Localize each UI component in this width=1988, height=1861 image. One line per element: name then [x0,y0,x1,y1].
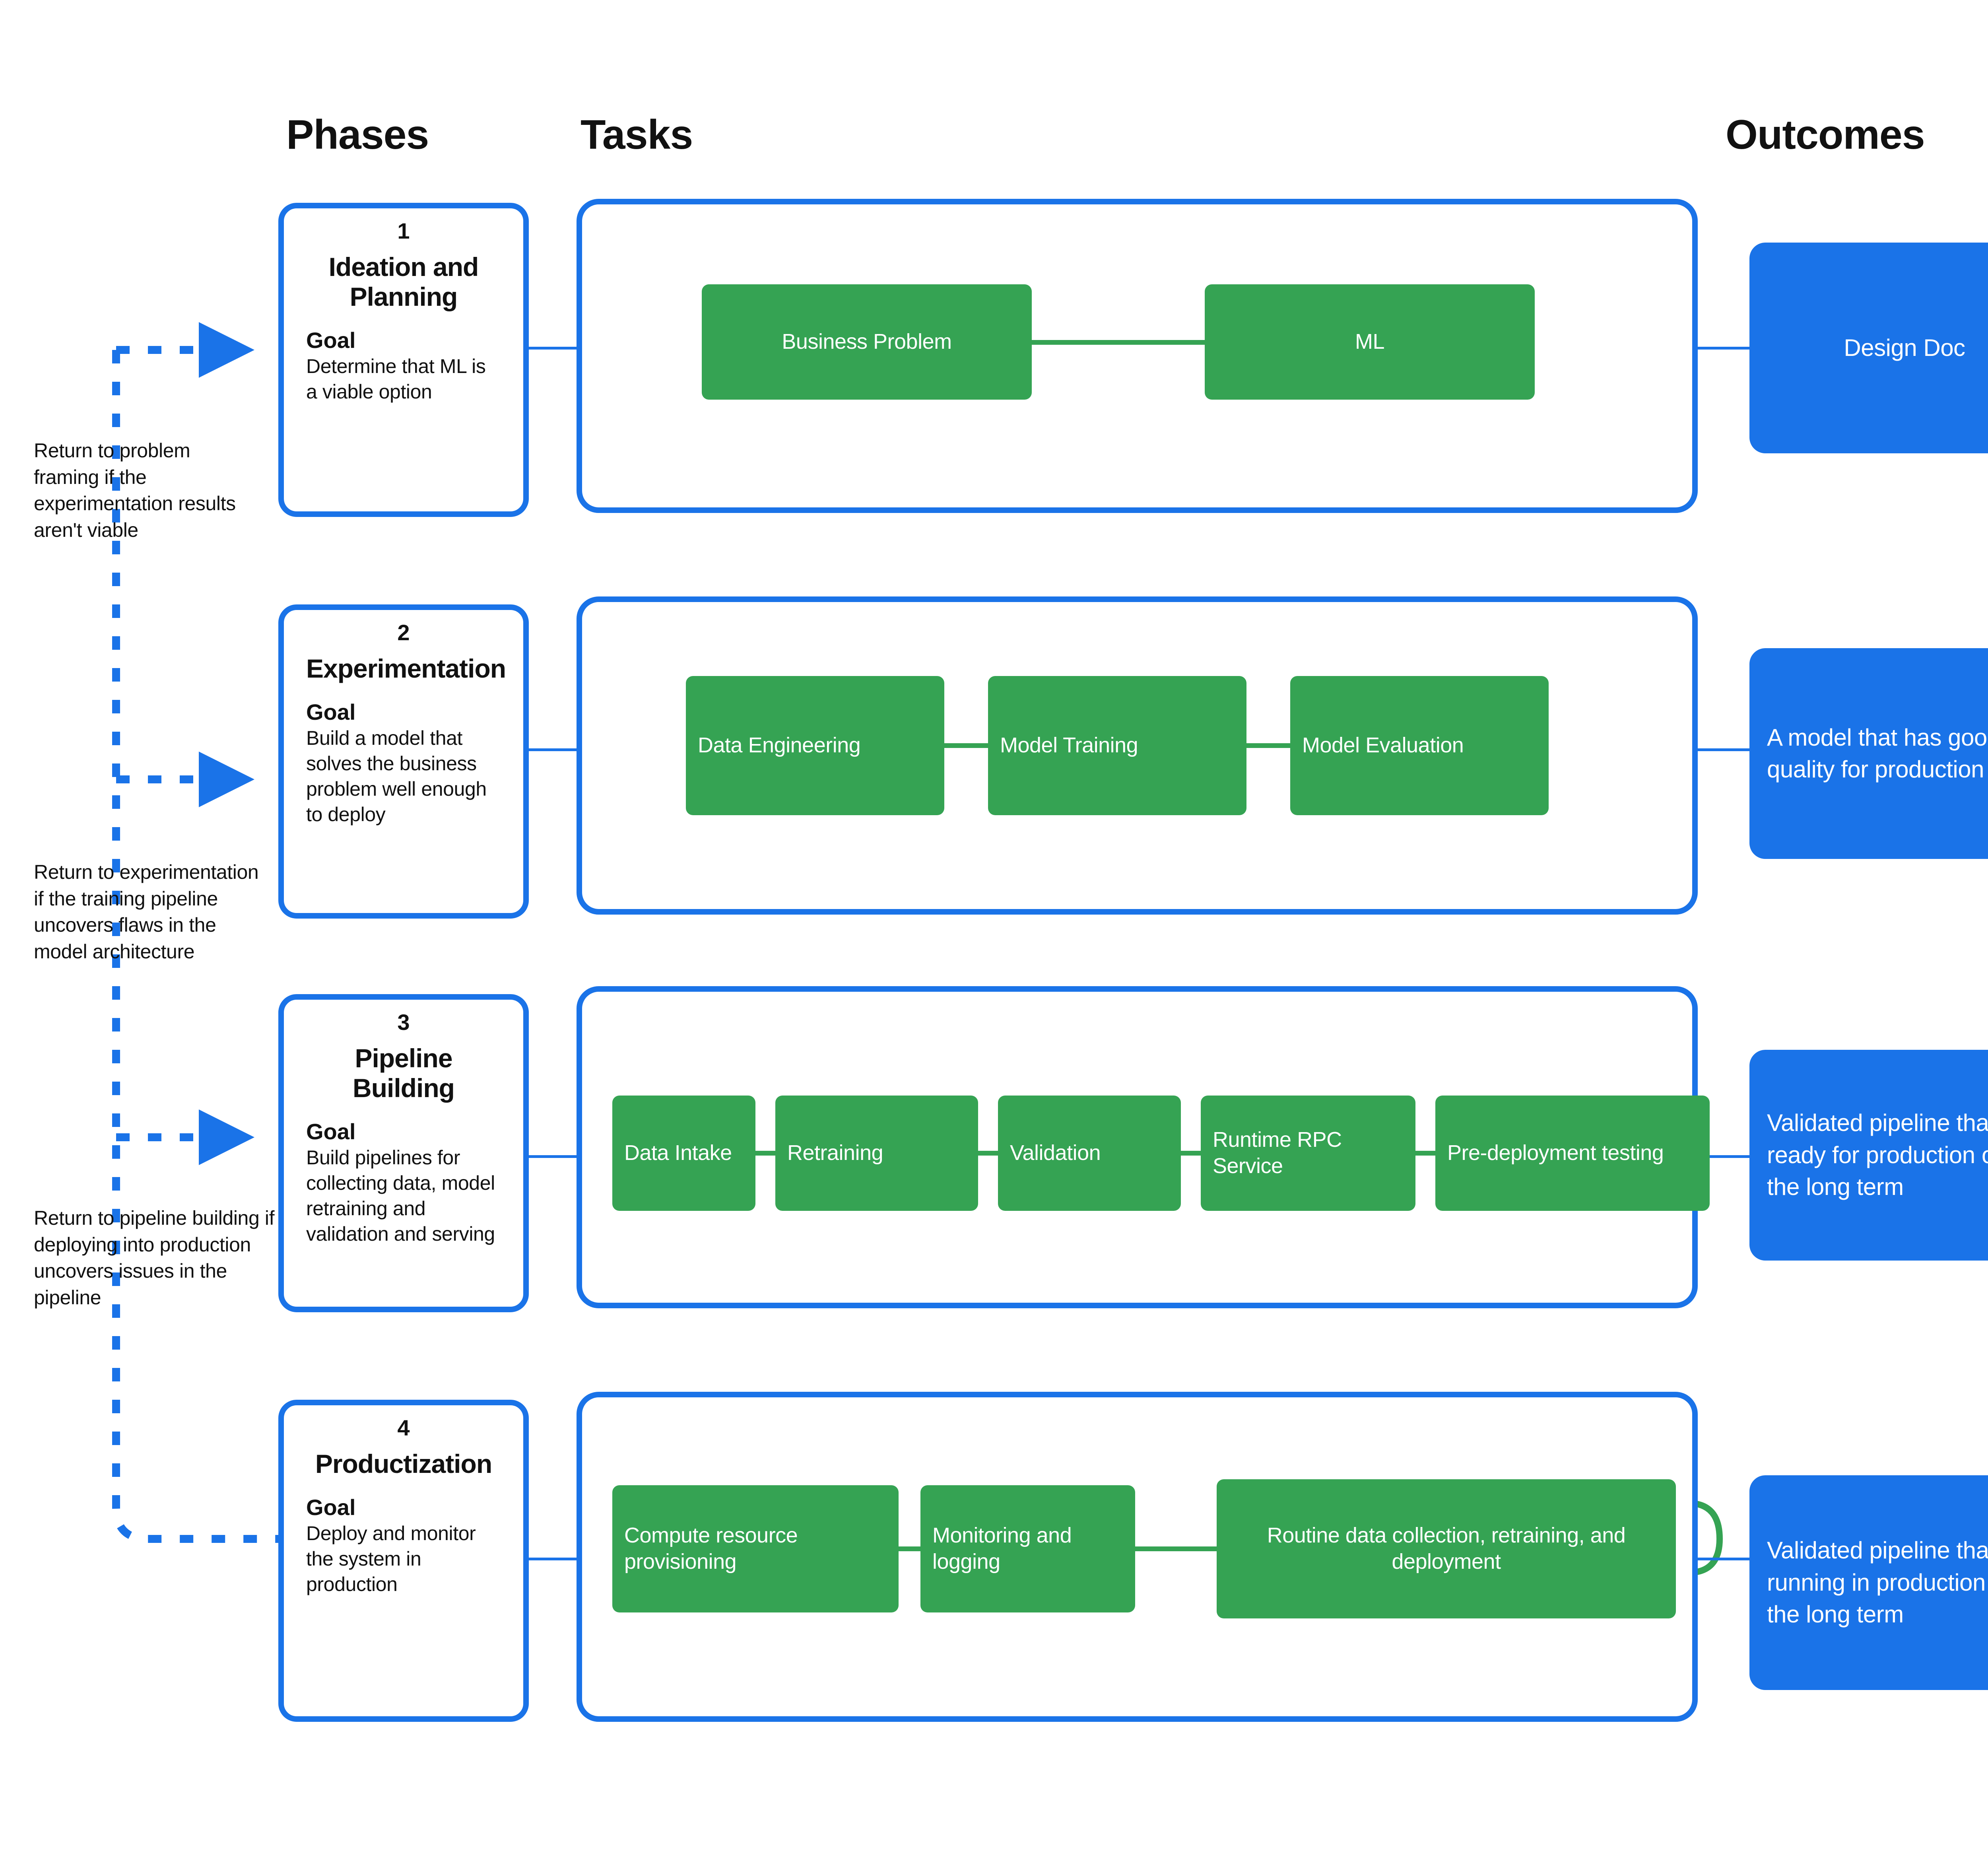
link-phase3-to-tasks [529,1155,577,1158]
phase-card-4[interactable]: 4 Productization Goal Deploy and monitor… [278,1400,529,1722]
annotation-return-to-pipeline-building: Return to pipeline building if deploying… [34,1207,275,1309]
task-4-1[interactable]: Compute resource provisioning [612,1485,899,1612]
column-header-outcomes: Outcomes [1726,112,1925,158]
phase-card-3[interactable]: 3 Pipeline Building Goal Build pipelines… [278,994,529,1312]
goal-text: Build pipelines for collecting data, mod… [306,1146,495,1245]
task-3-3[interactable]: Validation [998,1096,1181,1211]
phase-card-2[interactable]: 2 Experimentation Goal Build a model tha… [278,604,529,919]
link-task3-1-to-3-2 [755,1151,775,1156]
link-phase1-to-tasks [529,347,577,350]
task-3-1[interactable]: Data Intake [612,1096,755,1211]
task-3-5[interactable]: Pre-deployment testing [1435,1096,1710,1211]
link-task4-2-to-4-3 [1135,1546,1217,1551]
outcome-3[interactable]: Validated pipeline that's ready for prod… [1749,1050,1988,1261]
phase-number: 2 [397,620,410,645]
goal-label: Goal [306,1494,356,1520]
phase-number: 1 [397,218,410,243]
link-task1-1-to-1-2 [1032,340,1205,345]
link-tasks1-to-outcome1 [1698,347,1749,350]
outcome-1[interactable]: Design Doc [1749,243,1988,453]
task-2-3[interactable]: Model Evaluation [1290,676,1549,815]
task-4-2[interactable]: Monitoring and logging [920,1485,1135,1612]
column-header-tasks: Tasks [580,112,693,158]
link-task3-2-to-3-3 [978,1151,998,1156]
link-task3-3-to-3-4 [1181,1151,1201,1156]
outcome-2[interactable]: A model that has good quality for produc… [1749,648,1988,859]
task-2-2[interactable]: Model Training [988,676,1246,815]
link-task2-1-to-2-2 [944,743,988,748]
task-4-3[interactable]: Routine data collection, retraining, and… [1217,1479,1676,1618]
link-task2-2-to-2-3 [1246,743,1290,748]
link-task3-4-to-3-5 [1415,1151,1435,1156]
link-phase2-to-tasks [529,748,577,751]
phase-title: Pipeline Building [353,1043,455,1103]
goal-label: Goal [306,699,356,725]
task-2-1[interactable]: Data Engineering [686,676,944,815]
task-3-2[interactable]: Retraining [775,1096,978,1211]
outcome-4[interactable]: Validated pipeline that's running in pro… [1749,1475,1988,1690]
annotation-return-to-experimentation-architecture: Return to experimentation if the trainin… [34,861,259,963]
link-tasks3-to-outcome3 [1710,1155,1749,1158]
task-1-2[interactable]: ML [1205,284,1535,400]
goal-text: Build a model that solves the business p… [306,727,487,826]
link-tasks2-to-outcome2 [1698,748,1749,751]
column-header-phases: Phases [286,112,429,158]
phase-title: Productization [315,1449,492,1478]
goal-text: Deploy and monitor the system in product… [306,1522,476,1596]
phase-number: 4 [397,1415,410,1440]
phase-title: Experimentation [306,653,506,683]
goal-text: Determine that ML is a viable option [306,355,486,403]
goal-label: Goal [306,328,356,353]
task-3-4[interactable]: Runtime RPC Service [1201,1096,1415,1211]
task-1-1[interactable]: Business Problem [702,284,1032,400]
link-task4-1-to-4-2 [899,1546,920,1551]
phase-title: Ideation and Planning [328,252,479,311]
phase-number: 3 [397,1010,410,1035]
link-tasks4-to-outcome4 [1698,1558,1749,1560]
goal-label: Goal [306,1119,356,1144]
phase-card-1[interactable]: 1 Ideation and Planning Goal Determine t… [278,203,529,517]
annotation-return-to-problem-framing: Return to problem framing if the experim… [34,439,236,541]
link-phase4-to-tasks [529,1558,577,1560]
